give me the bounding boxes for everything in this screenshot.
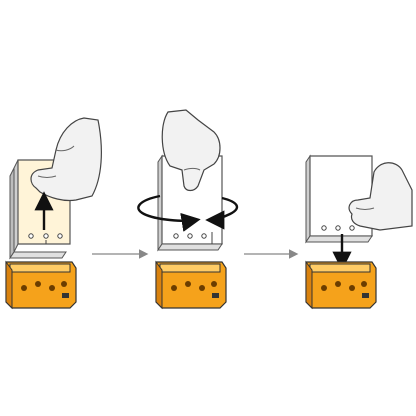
card-holder-2 bbox=[155, 260, 227, 310]
card-holder-1 bbox=[5, 260, 77, 310]
hand-icon bbox=[348, 162, 413, 231]
rotate-arrow-icon bbox=[137, 194, 239, 232]
card-holder-3 bbox=[305, 260, 377, 310]
hand-icon bbox=[30, 117, 102, 202]
step-2-group bbox=[137, 109, 239, 310]
step-3-group bbox=[305, 154, 413, 310]
hand-icon bbox=[161, 109, 221, 192]
step-1-group bbox=[5, 117, 102, 310]
